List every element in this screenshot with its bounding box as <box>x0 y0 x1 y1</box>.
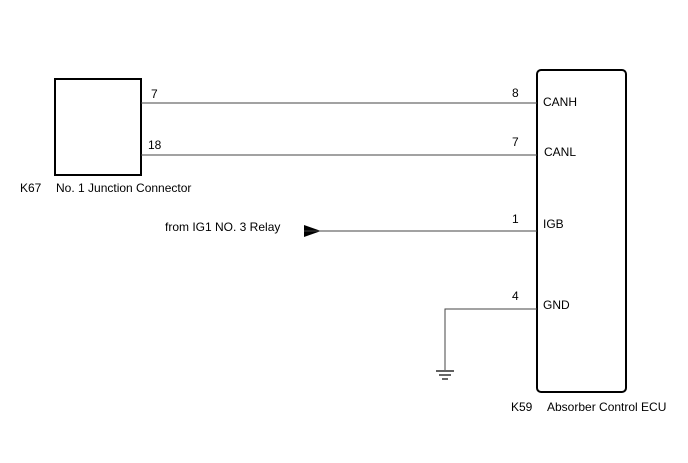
junction-pin-canh: 7 <box>151 87 158 101</box>
junction-connector-box <box>54 78 142 176</box>
ecu-code: K59 <box>511 400 533 414</box>
junction-connector-code: K67 <box>20 181 42 195</box>
ground-icon <box>436 370 454 380</box>
ecu-pin-igb-number: 1 <box>512 212 519 226</box>
ecu-pin-canh-number: 8 <box>512 86 519 100</box>
ecu-pin-canh-label: CANH <box>543 95 577 109</box>
ecu-box <box>536 69 627 393</box>
power-source-label: from IG1 NO. 3 Relay <box>165 220 280 234</box>
gnd-wire <box>444 308 537 370</box>
ecu-pin-gnd-label: GND <box>543 298 570 312</box>
ecu-name: Absorber Control ECU <box>547 400 666 414</box>
junction-pin-canl: 18 <box>148 138 162 152</box>
ecu-pin-igb-label: IGB <box>543 217 564 231</box>
ecu-pin-canl-label: CANL <box>544 145 576 159</box>
ecu-pin-gnd-number: 4 <box>512 289 519 303</box>
junction-connector-name: No. 1 Junction Connector <box>56 181 191 195</box>
ecu-pin-canl-number: 7 <box>512 135 519 149</box>
